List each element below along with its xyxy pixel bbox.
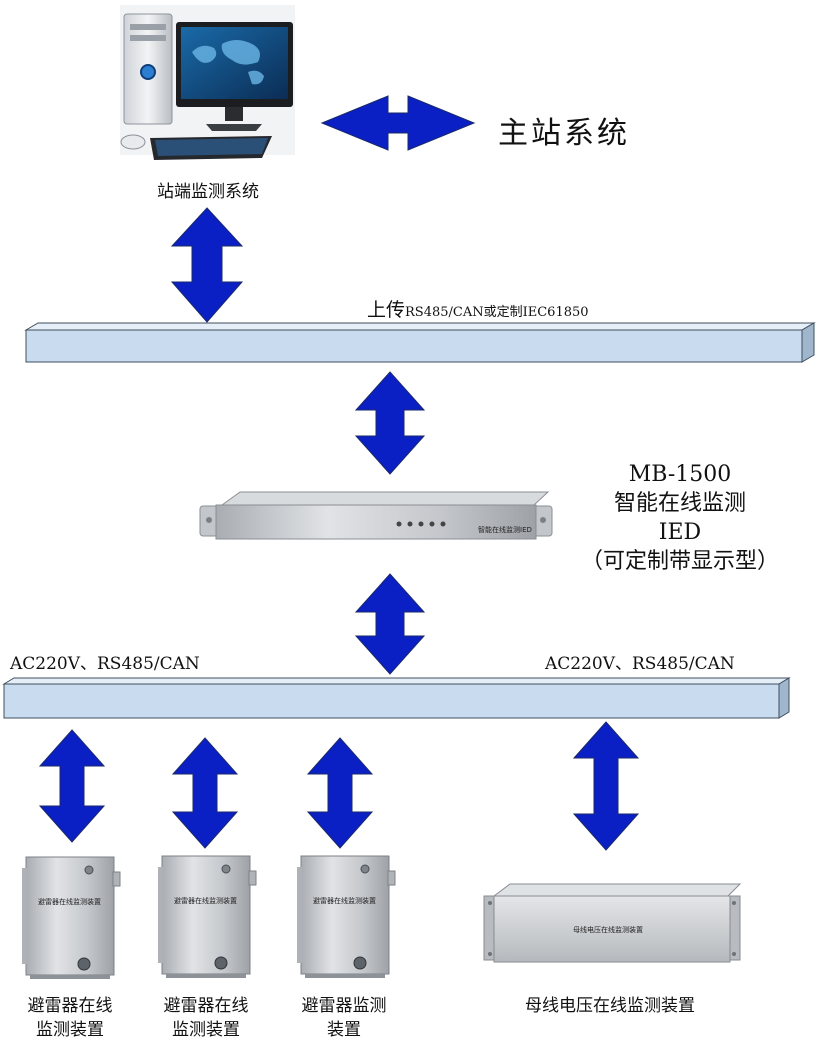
computer-icon: [120, 5, 295, 160]
chassis-plate: 母线电压在线监测装置: [573, 925, 643, 935]
device-caption: 避雷器在线 监测装置: [10, 994, 130, 1042]
device-caption-line: 装置: [284, 1018, 404, 1042]
cabinet-icon: [297, 856, 395, 978]
ied-name: 智能在线监测: [570, 489, 790, 518]
upper-bus-bar: [26, 323, 814, 362]
double-arrow-vertical: [356, 372, 424, 474]
ied-type: IED: [570, 518, 790, 547]
cabinet-plate: 避雷器在线监测装置: [38, 897, 101, 907]
upload-label: 上传: [367, 299, 405, 321]
device-caption-line: 母线电压在线监测装置: [500, 994, 720, 1018]
ied-model: MB-1500: [570, 460, 790, 489]
device-caption-line: 避雷器监测: [284, 994, 404, 1018]
double-arrow-vertical: [308, 738, 372, 848]
device-caption: 避雷器监测 装置: [284, 994, 404, 1042]
device-caption-line: 避雷器在线: [10, 994, 130, 1018]
double-arrow-vertical: [172, 208, 242, 322]
main-station-label: 主站系统: [498, 108, 630, 152]
double-arrow-vertical: [356, 574, 424, 674]
double-arrow-horizontal: [322, 96, 474, 150]
double-arrow-vertical: [40, 730, 104, 842]
device-caption: 避雷器在线 监测装置: [146, 994, 266, 1042]
bus-left-label: AC220V、RS485/CAN: [10, 649, 200, 674]
ied-label: MB-1500 智能在线监测 IED （可定制带显示型）: [570, 460, 790, 576]
device-caption-line: 监测装置: [10, 1018, 130, 1042]
chassis-icon: [484, 884, 740, 962]
upload-protocol-detail: RS485/CAN或定制IEC61850: [405, 305, 589, 320]
upload-protocol-label: 上传RS485/CAN或定制IEC61850: [367, 295, 589, 322]
ied-front-label: 智能在线监测IED: [478, 525, 532, 535]
ied-note: （可定制带显示型）: [570, 547, 790, 576]
lower-bus-bar: [4, 678, 789, 718]
cabinet-plate: 避雷器在线监测装置: [174, 896, 237, 906]
bus-right-label: AC220V、RS485/CAN: [545, 649, 735, 674]
cabinet-icon: [22, 857, 120, 979]
device-caption-line: 监测装置: [146, 1018, 266, 1042]
double-arrow-vertical: [574, 722, 638, 850]
device-caption-line: 避雷器在线: [146, 994, 266, 1018]
station-system-label: 站端监测系统: [120, 180, 296, 204]
double-arrow-vertical: [173, 738, 237, 848]
device-caption: 母线电压在线监测装置: [500, 994, 720, 1018]
cabinet-plate: 避雷器在线监测装置: [313, 896, 376, 906]
cabinet-icon: [158, 856, 256, 978]
